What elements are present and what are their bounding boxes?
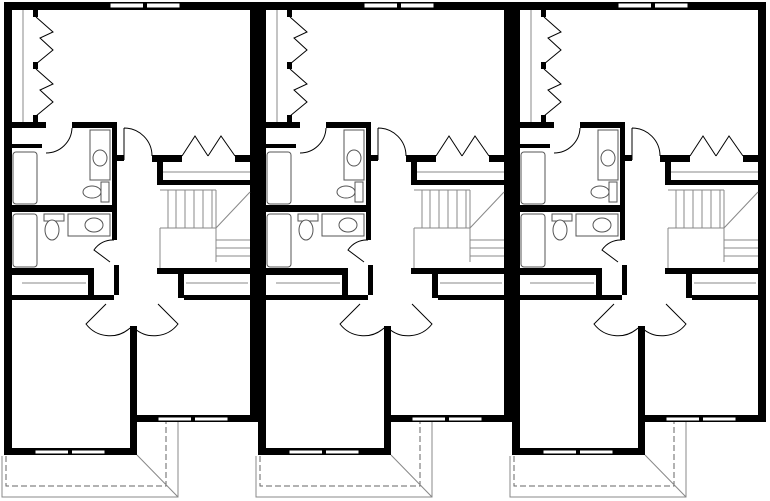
townhouse-unit-1 bbox=[1, 1, 259, 498]
townhouse-unit-2 bbox=[255, 1, 513, 498]
townhouse-unit-3 bbox=[509, 1, 767, 498]
